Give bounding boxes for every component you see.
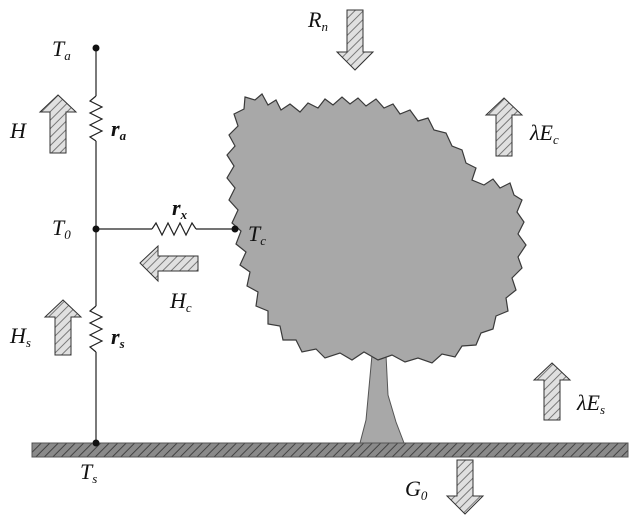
G0-down-arrow-icon bbox=[445, 459, 485, 515]
label-Ts: Ts bbox=[80, 459, 97, 486]
label-lambda-Es: λEs bbox=[576, 390, 605, 417]
resistor-rs bbox=[88, 305, 104, 353]
label-Ta: Ta bbox=[52, 36, 71, 63]
label-Rn: Rn bbox=[307, 7, 328, 34]
label-Hs: Hs bbox=[9, 323, 31, 350]
H-up-arrow-icon bbox=[38, 94, 78, 154]
node-Ta bbox=[92, 44, 100, 52]
lambda-Ec-up-arrow-icon bbox=[484, 97, 524, 157]
resistor-ra bbox=[88, 95, 104, 142]
label-lambda-Ec: λEc bbox=[529, 120, 559, 147]
tree-trunk bbox=[359, 354, 405, 444]
ground-surface bbox=[31, 442, 629, 458]
node-Ts bbox=[92, 439, 100, 447]
label-rx: rx bbox=[172, 195, 188, 222]
label-rs: rs bbox=[111, 324, 125, 351]
Hs-up-arrow-icon bbox=[43, 299, 83, 356]
label-G0: G0 bbox=[405, 476, 428, 503]
label-Hc: Hc bbox=[169, 288, 192, 315]
lambda-Es-up-arrow-icon bbox=[532, 362, 572, 421]
Rn-down-arrow-icon bbox=[335, 9, 375, 71]
node-Tc bbox=[231, 225, 239, 233]
node-T0 bbox=[92, 225, 100, 233]
tree-canopy bbox=[226, 93, 527, 364]
label-ra: ra bbox=[111, 116, 127, 143]
label-H: H bbox=[9, 118, 27, 143]
resistor-rx bbox=[151, 221, 197, 237]
label-Tc: Tc bbox=[248, 221, 266, 248]
Hc-left-arrow-icon bbox=[139, 244, 199, 283]
label-T0: T0 bbox=[52, 215, 71, 242]
